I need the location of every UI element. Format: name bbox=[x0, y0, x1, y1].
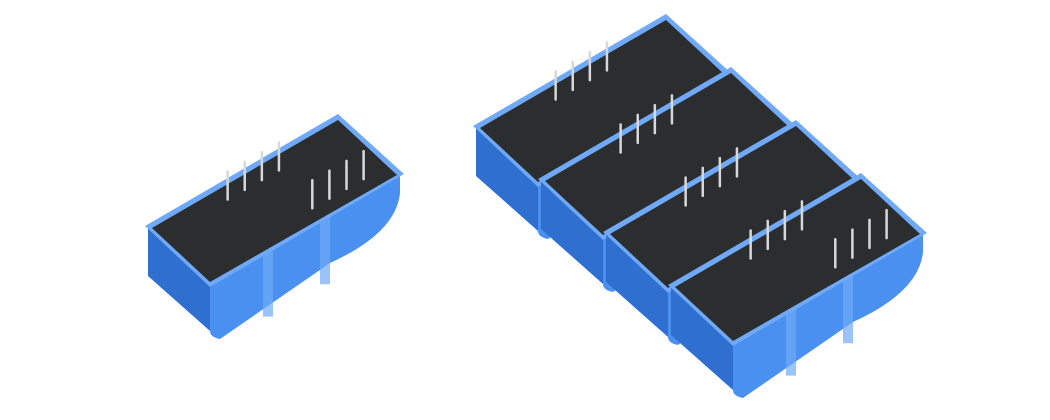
module-side-face bbox=[606, 234, 668, 337]
module-potting bbox=[545, 73, 790, 235]
module-potting bbox=[480, 20, 725, 182]
module-potting bbox=[152, 120, 397, 282]
module-rib bbox=[263, 248, 273, 317]
module-potting bbox=[610, 126, 855, 288]
module-rib bbox=[843, 275, 853, 344]
module-side-face bbox=[541, 181, 603, 284]
module-rib bbox=[320, 216, 330, 285]
module-front-face bbox=[210, 175, 400, 339]
module-front-face bbox=[733, 234, 923, 398]
module-side-face bbox=[476, 128, 538, 231]
module-potting bbox=[675, 179, 920, 341]
module-side-face bbox=[671, 287, 733, 390]
module-rib bbox=[786, 307, 796, 376]
module-side-face bbox=[148, 228, 210, 331]
